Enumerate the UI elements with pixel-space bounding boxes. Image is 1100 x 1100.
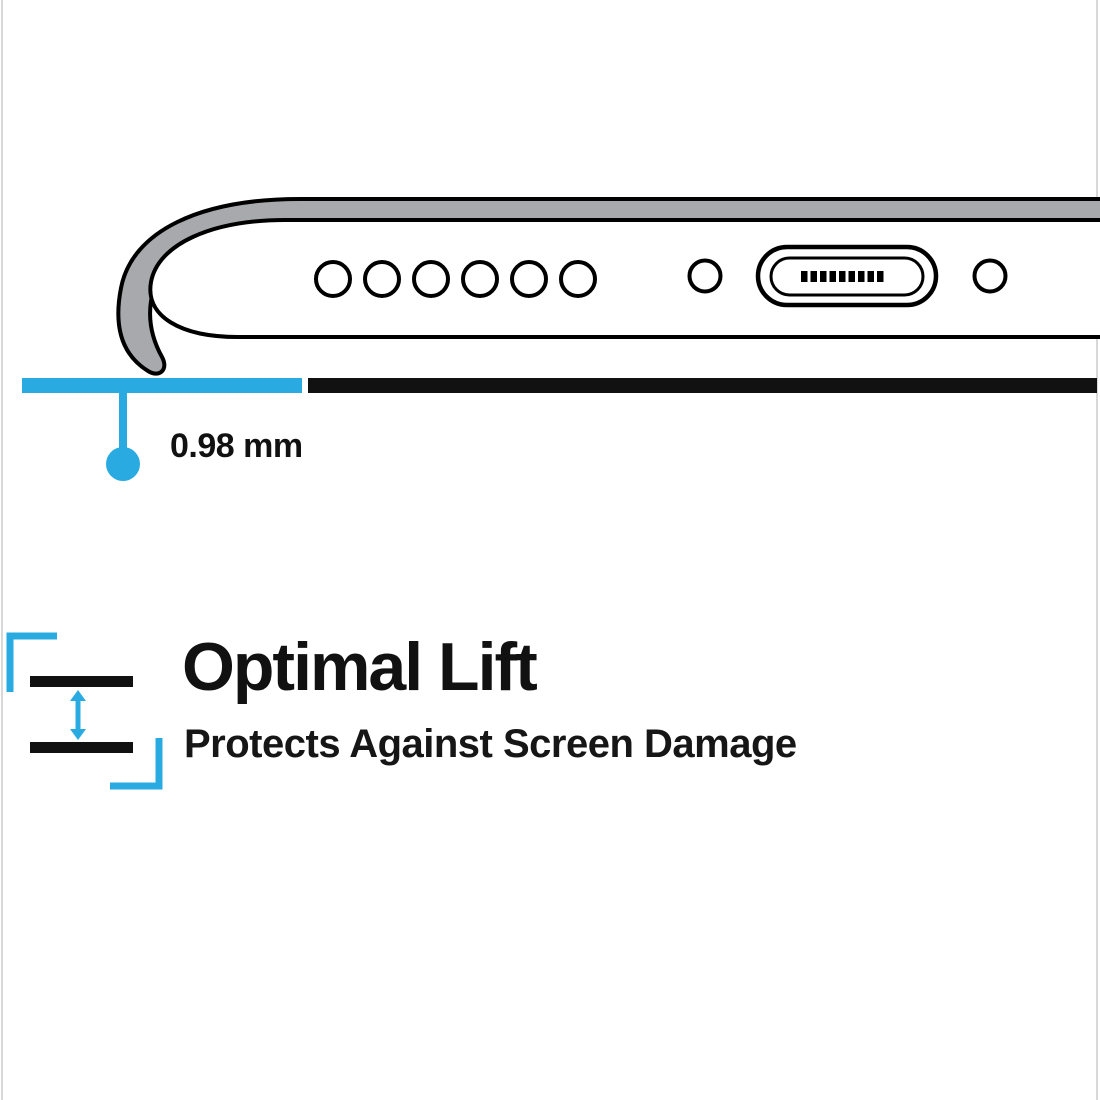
measurement-pointer-line: [119, 393, 127, 449]
charging-port: [755, 244, 939, 308]
bracket-top-left: [6, 632, 57, 692]
measurement-pointer-icon: [106, 393, 140, 481]
lift-gap-icon: [6, 632, 163, 790]
measurement-label: 0.98 mm: [170, 427, 303, 465]
speaker-hole: [314, 260, 352, 298]
feature-subtitle: Protects Against Screen Damage: [184, 722, 797, 766]
feature-title: Optimal Lift: [182, 629, 538, 705]
screw-hole-right: [972, 258, 1008, 294]
bracket-bottom-right: [110, 738, 163, 790]
surface-highlight-segment: [22, 378, 302, 393]
speaker-hole: [363, 260, 401, 298]
speaker-hole: [559, 260, 597, 298]
speaker-hole: [510, 260, 548, 298]
speaker-holes: [314, 260, 597, 298]
port-inner-outline: [769, 256, 925, 297]
double-arrow-icon: [70, 690, 86, 740]
bottom-bar: [30, 742, 133, 753]
speaker-hole: [412, 260, 450, 298]
phone-body: [148, 218, 1100, 339]
screw-hole-left: [687, 258, 723, 294]
port-pins: [801, 271, 884, 282]
speaker-hole: [461, 260, 499, 298]
right-edge-line: [1096, 0, 1098, 1100]
left-edge-line: [1, 0, 3, 1100]
measurement-pointer-dot: [106, 447, 140, 481]
top-bar: [30, 676, 133, 687]
phone-case-illustration: 0.98 mm: [22, 197, 1100, 481]
surface-line: [308, 378, 1097, 393]
